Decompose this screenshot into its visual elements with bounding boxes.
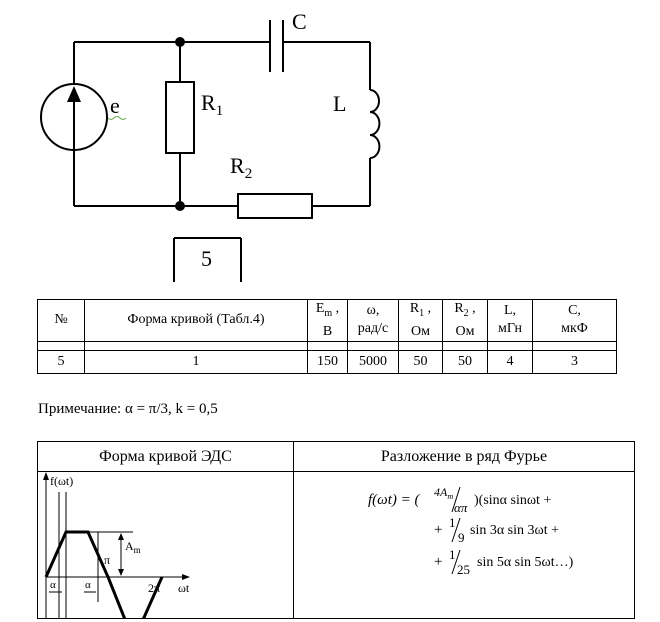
note-text: Примечание: α = π/3, k = 0,5	[38, 401, 218, 417]
inductor-l	[369, 89, 381, 159]
formula-line1-lhs: f(ωt) = (	[368, 492, 421, 508]
graph-alpha1-label: α	[50, 579, 56, 591]
formula-line2-plus: +	[434, 522, 442, 538]
graph-wt-label: ωt	[178, 581, 190, 595]
variant-number: 5	[201, 246, 212, 271]
fourier-header: Разложение в ряд Фурье	[293, 441, 635, 472]
formula-line1-num: 4Am	[434, 485, 453, 501]
circuit-diagram: e R1 C L R2 5	[40, 9, 381, 282]
cell-omega: 5000	[347, 349, 399, 374]
formula-line2-den: 9	[458, 530, 465, 545]
formula-line3-num: 1	[449, 547, 456, 562]
cell-c: 3	[532, 349, 617, 374]
curve-graph-cell: f(ωt) Am π α α 2π ωt	[37, 471, 294, 619]
curve-table-body: f(ωt) Am π α α 2π ωt f(ωt) = ( 4Am απ	[37, 471, 635, 619]
fourier-formula: f(ωt) = ( 4Am απ )(sinα sinωt + + 1 9 si…	[368, 485, 574, 577]
parameters-data-row: 5 1 150 5000 50 50 4 3	[37, 349, 617, 374]
emf-curve-graph: f(ωt) Am π α α 2π ωt	[43, 472, 190, 618]
graph-2pi-label: 2π	[148, 581, 160, 595]
formula-line2-num: 1	[449, 515, 456, 530]
cell-l: 4	[487, 349, 533, 374]
header-r1: R1 ,Ом	[398, 299, 443, 342]
parameters-spacer-row	[37, 340, 617, 351]
node-bottom	[175, 201, 185, 211]
resistor-r2	[237, 193, 313, 219]
fourier-formula-cell: f(ωt) = ( 4Am απ )(sinα sinωt + + 1 9 si…	[293, 471, 635, 619]
graph-y-arrow	[43, 472, 49, 480]
r1-label: R1	[201, 90, 223, 119]
curve-table: Форма кривой ЭДС Разложение в ряд Фурье	[37, 441, 635, 619]
header-curve: Форма кривой (Табл.4)	[84, 299, 308, 342]
formula-line1-den: απ	[454, 500, 468, 515]
graph-x-arrow	[182, 574, 190, 580]
parameters-table: № Форма кривой (Табл.4) Em ,В ω,рад/с R1…	[37, 299, 617, 374]
source-arrow-head	[67, 86, 81, 102]
graph-alpha2-label: α	[85, 579, 91, 591]
formula-line3-den: 25	[457, 562, 470, 577]
l-label: L	[333, 91, 346, 116]
graph-f-label: f(ωt)	[50, 474, 73, 488]
header-omega: ω,рад/с	[347, 299, 399, 342]
formula-line3-plus: +	[434, 554, 442, 570]
graph-am-arrow-down	[118, 569, 124, 576]
formula-line3-rhs: sin 5α sin 5ωt…)	[477, 555, 574, 570]
cell-curve: 1	[84, 349, 308, 374]
cell-em: 150	[307, 349, 348, 374]
cell-r2: 50	[442, 349, 488, 374]
header-em: Em ,В	[307, 299, 348, 342]
cell-r1: 50	[398, 349, 443, 374]
curve-shape-header: Форма кривой ЭДС	[37, 441, 294, 472]
graph-emf-curve	[44, 530, 164, 618]
r2-label: R2	[230, 153, 252, 182]
formula-line3-slash	[451, 549, 461, 575]
formula-line2-rhs: sin 3α sin 3ωt +	[470, 523, 559, 538]
graph-am-arrow-up	[118, 533, 124, 540]
header-c: C,мкФ	[532, 299, 617, 342]
graph-am-label: Am	[125, 539, 141, 555]
formula-line1-slash	[451, 486, 461, 513]
parameters-header-row: № Форма кривой (Табл.4) Em ,В ω,рад/с R1…	[37, 299, 617, 342]
graph-pi-label: π	[104, 553, 110, 567]
formula-line2-slash	[451, 517, 461, 543]
source-label: e	[110, 93, 120, 118]
c-label: C	[292, 9, 307, 34]
cell-number: 5	[37, 349, 85, 374]
source-label-squiggle	[107, 116, 127, 120]
node-top	[175, 37, 185, 47]
header-number: №	[37, 299, 85, 342]
curve-table-header: Форма кривой ЭДС Разложение в ряд Фурье	[37, 441, 635, 472]
header-r2: R2 ,Ом	[442, 299, 488, 342]
resistor-r1	[165, 81, 195, 154]
header-l: L,мГн	[487, 299, 533, 342]
formula-line1-rhs: )(sinα sinωt +	[474, 493, 551, 508]
